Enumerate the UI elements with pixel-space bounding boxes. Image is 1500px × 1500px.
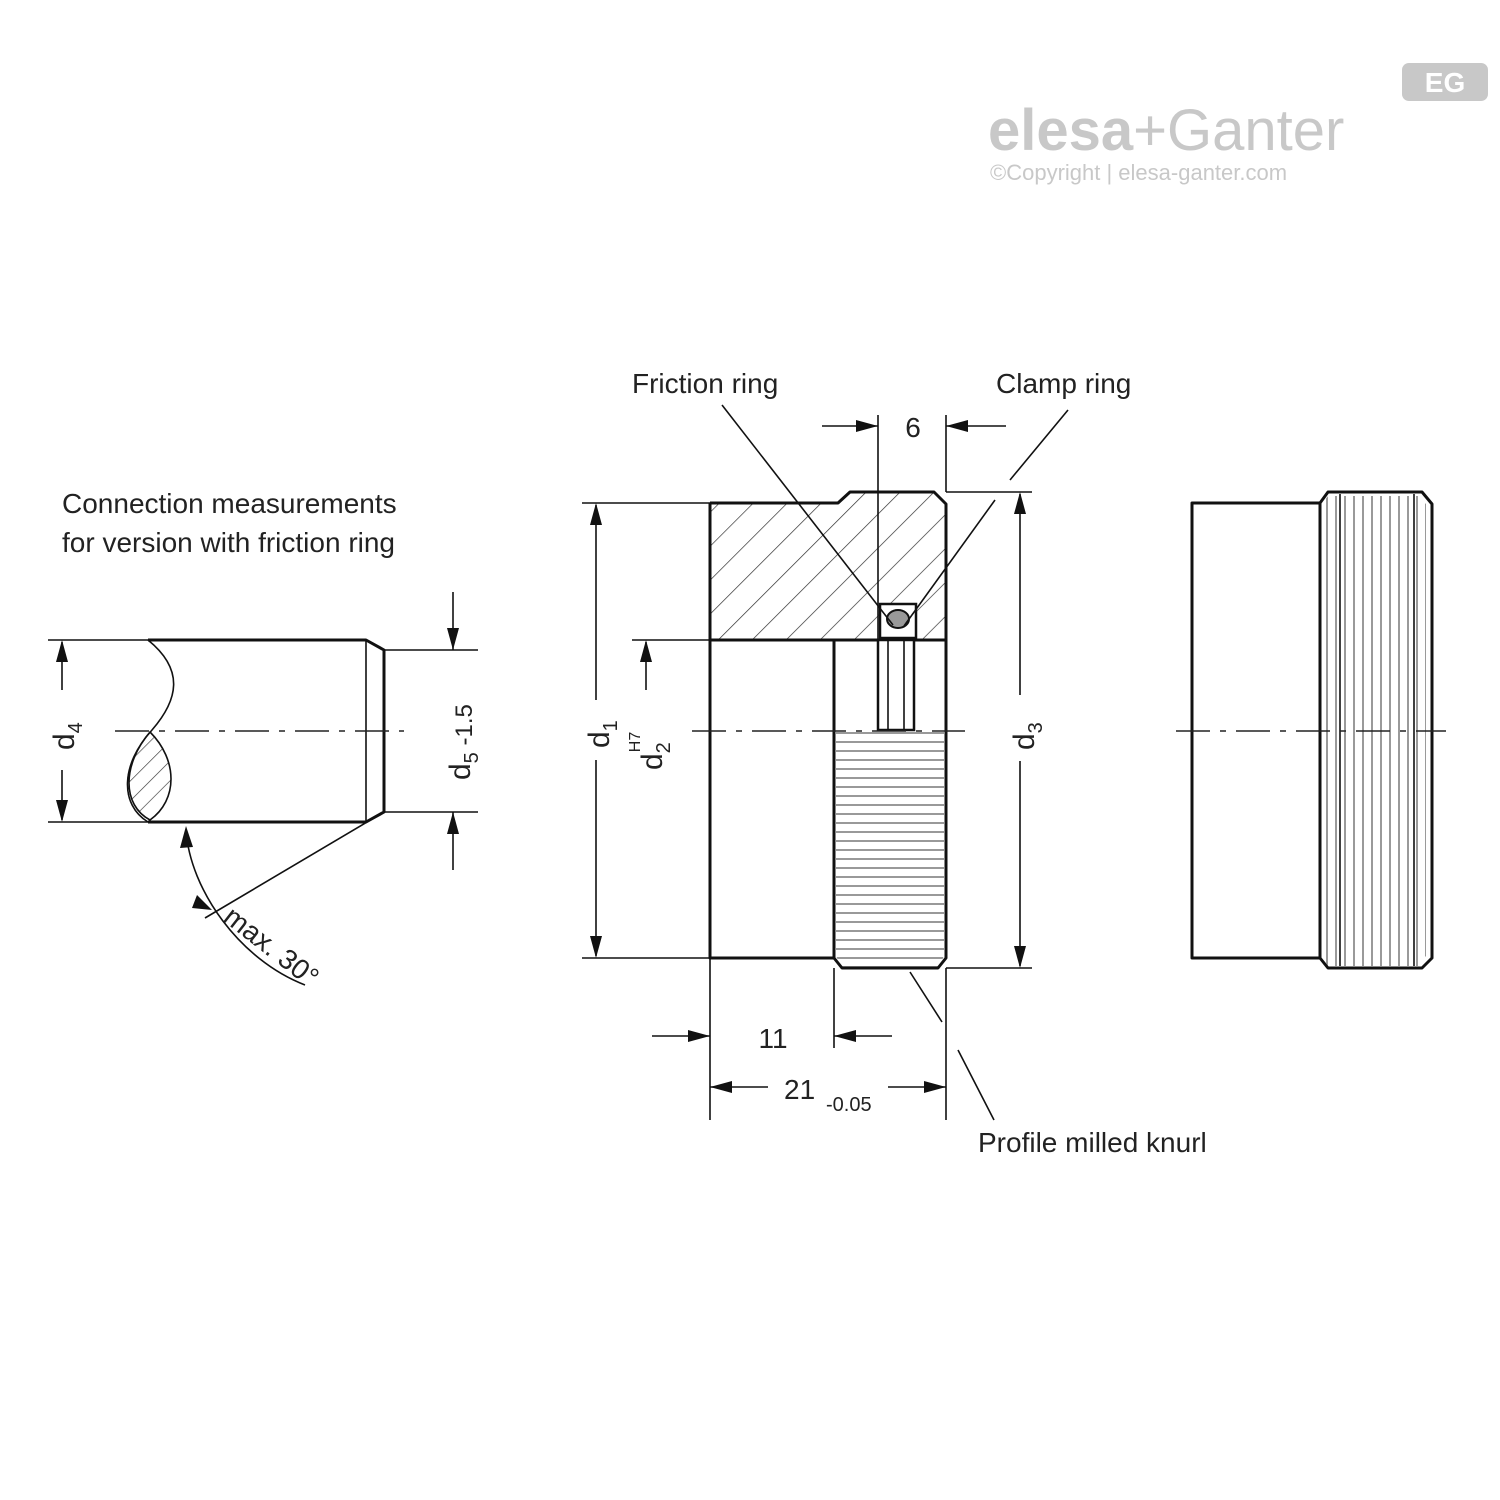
friction-ring-leader (721, 404, 894, 626)
angle-arrow-side (192, 895, 212, 910)
dim21-tolerance: -0.05 (826, 1094, 872, 1116)
section-view: Friction ring Clamp ring 6 (578, 368, 1207, 1158)
d1-arrow-bottom (590, 936, 602, 958)
d1-arrow-top (590, 503, 602, 525)
d2-label: d2H7 (627, 732, 675, 770)
knurl-leader-1 (909, 971, 943, 1023)
d5-label: d5 -1.5 (444, 704, 483, 780)
angle-arrow-top (180, 826, 193, 848)
d5-arrow-bottom (447, 812, 459, 834)
friction-ring-label: Friction ring (632, 368, 778, 399)
dim11-arrow-left (688, 1030, 710, 1042)
knurl-region (836, 730, 944, 968)
shaft-section-hatch (128, 730, 172, 821)
dim6-arrow-right (946, 420, 968, 432)
d1-label: d1 (583, 720, 622, 748)
connection-caption-line1: Connection measurements (62, 488, 397, 519)
dim21-arrow-right (924, 1081, 946, 1093)
knurl-label: Profile milled knurl (978, 1127, 1207, 1158)
d4-label: d4 (48, 722, 87, 750)
d4-arrow-bottom (56, 800, 68, 822)
outside-view (1176, 490, 1446, 970)
connection-caption-line2: for version with friction ring (62, 527, 395, 558)
brand-plus: + (1133, 98, 1167, 163)
brand-second: Ganter (1167, 98, 1344, 163)
connection-detail: Connection measurements for version with… (44, 488, 483, 993)
d3-arrow-bottom (1014, 946, 1026, 968)
clamp-ring-label: Clamp ring (996, 368, 1131, 399)
outside-knurl-outline (1318, 490, 1434, 970)
dim21-label: 21 (784, 1074, 815, 1105)
d5-arrow-top (447, 628, 459, 650)
dim11-arrow-right (834, 1030, 856, 1042)
d3-arrow-top (1014, 492, 1026, 514)
elesa-ganter-logo: EG elesa+Ganter ©Copyright | elesa-gante… (988, 63, 1488, 185)
dim6-label: 6 (905, 412, 921, 443)
brand-name: elesa+Ganter (988, 98, 1344, 163)
friction-ring-bore (876, 638, 916, 732)
brand-main: elesa (988, 98, 1134, 163)
d4-arrow-top (56, 640, 68, 662)
eg-badge-frame (1402, 63, 1488, 101)
dim21-arrow-left (710, 1081, 732, 1093)
d3-label: d3 (1008, 722, 1047, 750)
angle-arc (185, 829, 306, 986)
eg-badge-text: EG (1425, 67, 1465, 98)
chamfer-extension (204, 811, 385, 919)
copyright-text: ©Copyright | elesa-ganter.com (990, 160, 1287, 185)
angle-label: max. 30° (218, 900, 324, 993)
dim11-label: 11 (758, 1023, 787, 1054)
clamp-ring-leader-2 (903, 499, 996, 627)
clamp-ring-leader-1 (1009, 409, 1069, 481)
friction-ring-ball (886, 609, 910, 629)
knurl-leader-2 (957, 1049, 995, 1121)
d2-arrow-top (640, 640, 652, 662)
dim6-arrow-left (856, 420, 878, 432)
knurl-outline (832, 640, 948, 970)
shaft-break-line (126, 639, 175, 823)
